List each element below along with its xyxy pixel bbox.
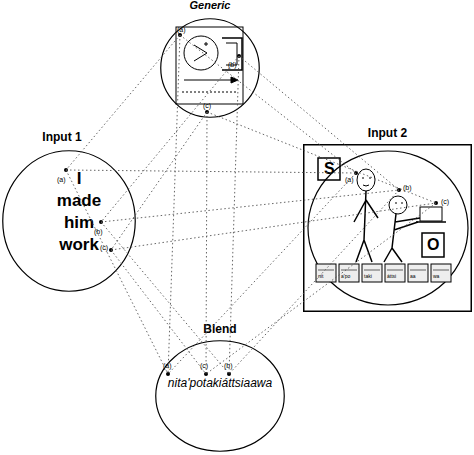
space-circle [308,151,468,305]
callout-letter: (a) [177,26,186,33]
morpheme-box [385,264,405,282]
subject-box [318,158,340,180]
space-frame [304,145,472,312]
input2-illustration [308,151,468,305]
person-body [384,214,420,262]
mapping-line [168,35,180,374]
anchor-dot [204,372,208,376]
laptop-base [416,221,446,223]
anchor-dot [178,33,182,37]
anchor-dot [205,110,209,114]
anchor-dot [434,201,438,205]
morpheme-box [316,264,336,282]
mapping-line [111,203,436,250]
mapping-line [229,190,399,374]
space-circle [156,341,285,452]
arrow-line [184,80,236,81]
space-heading: Generic [140,0,280,13]
mapping-line [66,35,180,170]
morpheme-divider [318,270,449,271]
anchor-dot [397,188,401,192]
icon-line [182,92,238,93]
mapping-line [239,56,399,190]
blend-space: Blendnita'potakiáttsiaawa [155,340,285,452]
morpheme-text: nit [318,273,323,279]
morpheme-text: a'po [341,273,350,279]
mapping-line [207,112,436,203]
space-heading: Input 1 [2,130,122,145]
callout-letter: (b) [224,362,233,369]
role-letter: S [324,160,335,178]
space-heading: Input 2 [303,126,472,141]
morpheme-box [431,264,451,282]
generic-icon [176,27,243,104]
node-outline [155,340,285,452]
icon-circle [184,36,218,70]
mapping-line [111,112,207,250]
callout-letter: (c) [100,244,108,251]
person-face [362,178,371,186]
mapping-line [229,56,239,374]
callout-letter: (c) [203,102,211,109]
person-face [395,203,403,204]
bracket-shape [222,38,242,70]
morpheme-box [408,264,428,282]
space-heading: Blend [155,322,285,337]
arrow-head [231,77,238,83]
callout-letter: (a) [163,362,172,369]
callout-letter: (b) [228,61,237,68]
person-head [357,169,375,191]
morpheme-box [362,264,382,282]
laptop-screen [420,207,442,221]
space-circle [161,19,260,118]
person-body [354,191,378,262]
mapping-line [111,250,206,374]
mapping-line [206,203,436,374]
anchor-dot [166,372,170,376]
morpheme-text: taki [364,273,372,279]
mapping-line [66,170,356,173]
greater-sign [194,45,207,61]
mapping-line [101,190,399,222]
mapping-line [168,173,356,374]
mapping-line [180,35,356,173]
person-head [389,196,407,214]
callout-letter: (b) [403,184,412,191]
anchor-dots [64,33,438,376]
anchor-dot [64,168,68,172]
anchor-dot [99,220,103,224]
plus-sign [204,42,208,46]
space-circle [3,151,136,292]
mapping-line [206,112,207,374]
callout-letter: (c) [441,198,449,205]
callout-letter: (a) [345,176,354,183]
mapping-line [101,222,229,374]
input-space: Input 1I made him work [2,150,136,292]
mapping-line [101,56,239,222]
callout-letter: (a) [57,176,66,183]
mapping-line [66,170,168,374]
anchor-dot [237,54,241,58]
morpheme-text: áttsi [387,273,396,279]
object-box [422,233,444,257]
morpheme-text: wa [433,273,439,279]
morpheme-box [339,264,359,282]
anchor-dot [227,372,231,376]
blend-word: nita'potakiáttsiaawa [150,376,290,391]
morpheme-row [316,264,451,282]
anchor-dot [354,171,358,175]
morpheme-text: aa [410,273,416,279]
icon-frame [176,27,243,104]
anchor-dot [109,248,113,252]
callout-letter: (c) [200,362,208,369]
callout-letter: (b) [94,228,103,235]
role-letter: O [427,236,439,254]
